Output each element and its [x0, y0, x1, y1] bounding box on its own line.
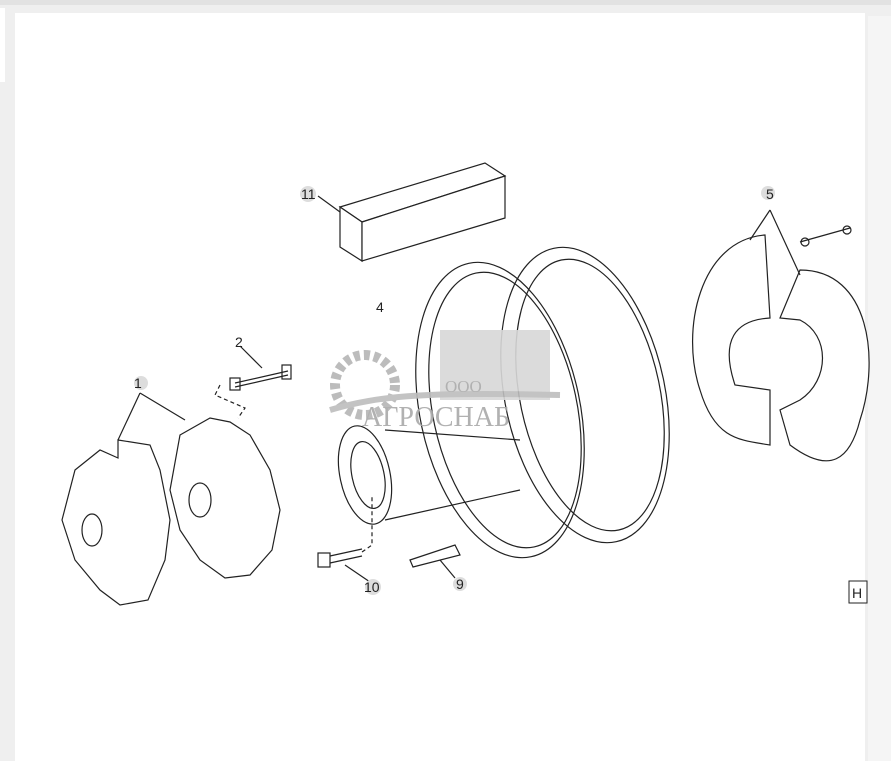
- watermark-name: АГРОСНАБ: [362, 402, 510, 433]
- callout-10: 10: [364, 579, 380, 595]
- part-valve-9: [409, 544, 461, 579]
- callout-11: 11: [301, 186, 316, 202]
- watermark-logo: ООО АГРОСНАБ: [329, 330, 561, 433]
- left-strip: [0, 8, 5, 82]
- part-wheel-rim-4: [337, 246, 670, 559]
- callouts: 11 5 4 2 1 10 9: [134, 186, 775, 595]
- part-bolt-10: [317, 495, 373, 583]
- part-weights-1: [61, 392, 281, 606]
- callout-4: 4: [376, 299, 384, 315]
- corner-label: H: [848, 580, 868, 604]
- callout-5: 5: [766, 186, 774, 202]
- part-bolt-2: [214, 345, 292, 419]
- watermark-prefix: ООО: [445, 377, 482, 396]
- top-bar: [0, 0, 891, 5]
- part-block-11: [317, 162, 507, 263]
- scrollbar[interactable]: [868, 16, 891, 761]
- callout-2: 2: [235, 334, 243, 350]
- part-weights-5: [692, 209, 870, 462]
- callout-9: 9: [456, 576, 464, 592]
- svg-text:H: H: [852, 585, 862, 601]
- callout-1: 1: [134, 375, 142, 391]
